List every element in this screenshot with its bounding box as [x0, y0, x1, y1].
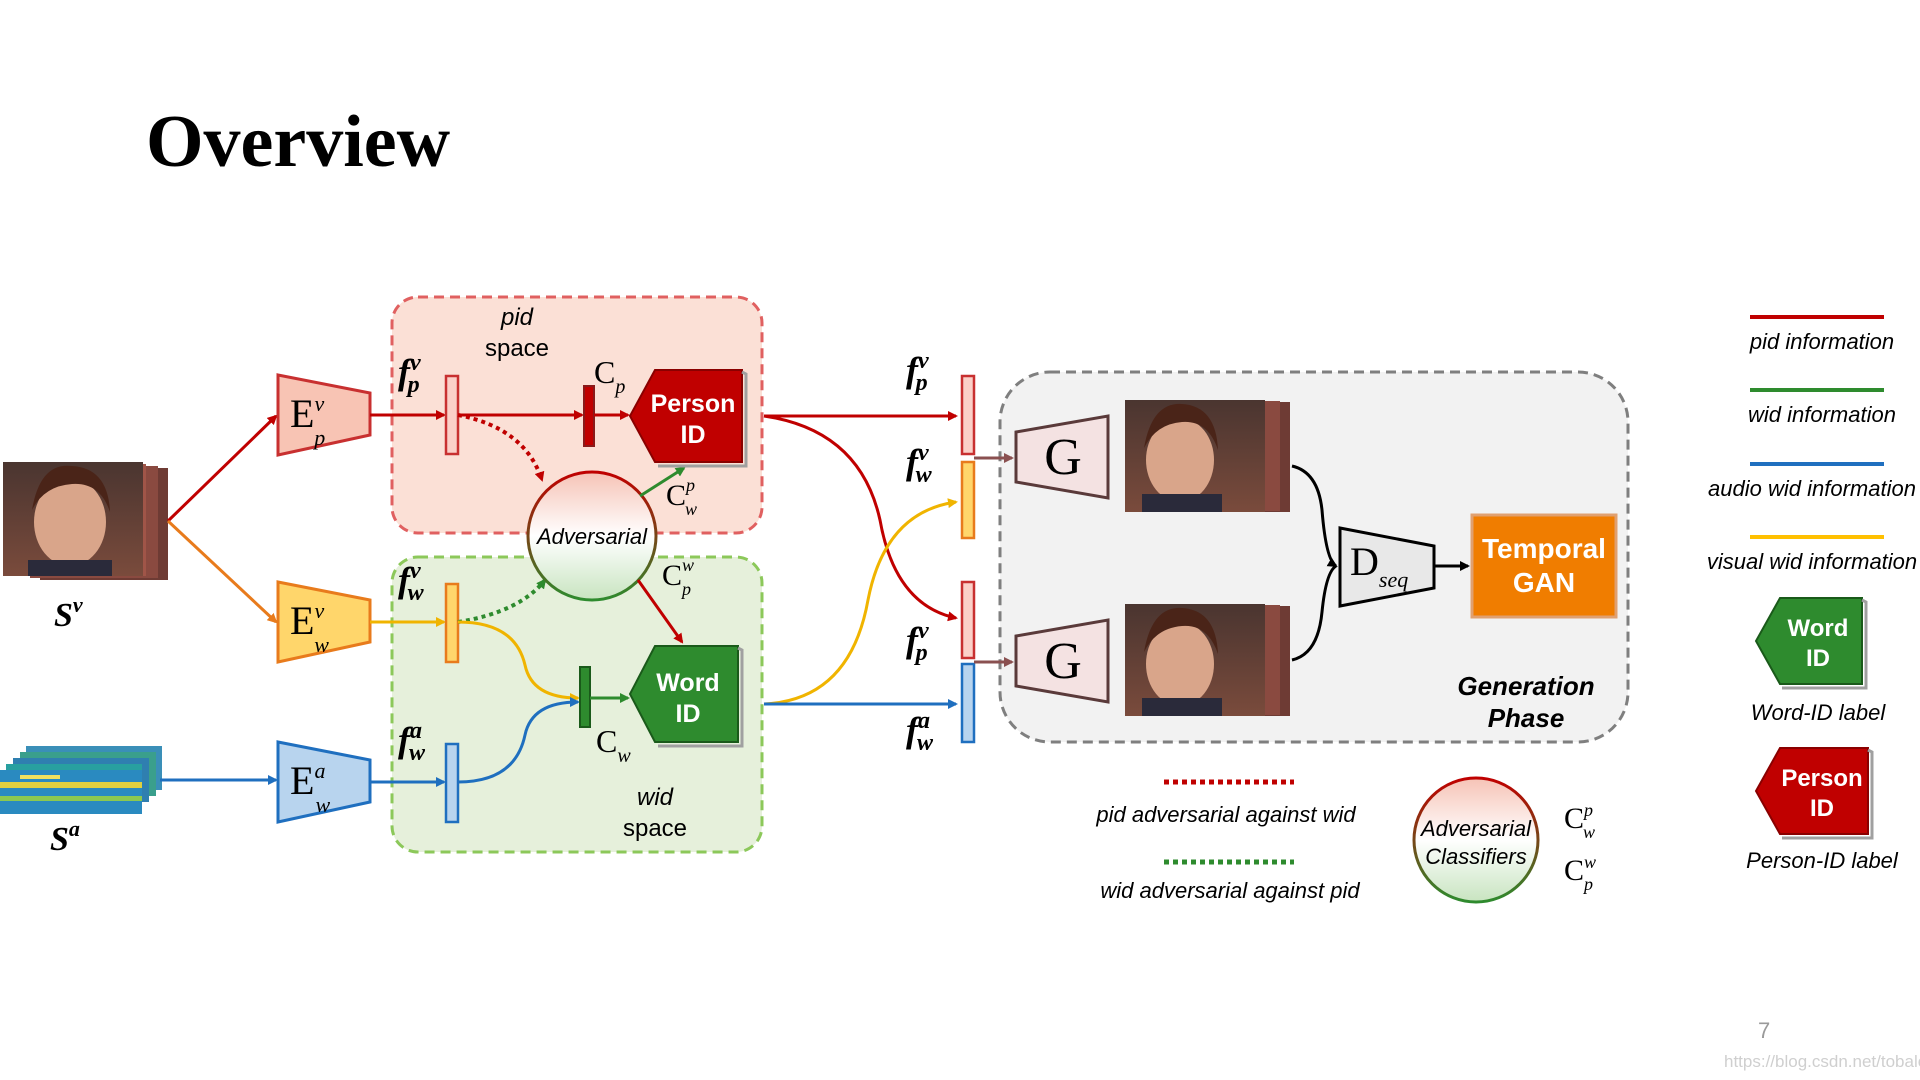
legend-adversarial-circle [1412, 776, 1540, 904]
feature-bar-fwv [444, 582, 460, 664]
temporal-gan-box [1470, 513, 1618, 619]
label-cp: Cp [594, 354, 625, 398]
svg-text:G: G [1044, 633, 1082, 690]
person-id-box [628, 369, 743, 463]
video-input-label: Sv [54, 592, 83, 634]
generator-bottom [1014, 618, 1110, 704]
slide-title: Overview [146, 101, 451, 183]
generated-frames-bottom [1125, 604, 1290, 716]
svg-text:GAN: GAN [1513, 567, 1575, 598]
adversarial-circle [526, 470, 658, 602]
svg-text:Word: Word [1788, 615, 1849, 642]
video-input-frames [3, 462, 168, 580]
legend-word-id-label: Word-ID label [1751, 700, 1887, 725]
legend-word-id-box [1754, 597, 1863, 685]
svg-text:Temporal: Temporal [1482, 533, 1606, 564]
feature-bar-fwa [444, 742, 460, 824]
word-id-box [628, 645, 739, 743]
feature-bar-fpv-right-2 [960, 580, 976, 660]
svg-text:ID: ID [681, 421, 706, 449]
legend-person-id-box [1754, 747, 1869, 835]
svg-text:ID: ID [676, 700, 701, 728]
svg-text:Person: Person [1781, 765, 1862, 792]
adversarial-label: Adversarial [535, 524, 648, 549]
legend-wid-adversarial: wid adversarial against pid [1100, 878, 1360, 903]
svg-text:Evw: Evw [290, 598, 329, 657]
feature-bar-fwv-right [960, 460, 976, 540]
classifier-bar-cp [583, 385, 595, 447]
encoder-ewv [276, 580, 372, 664]
legend-visual-wid: visual wid information [1707, 549, 1917, 574]
watermark: https://blog.csdn.net/tobale [1724, 1052, 1920, 1071]
svg-text:Classifiers: Classifiers [1425, 844, 1526, 869]
legend-wid-info: wid information [1748, 402, 1896, 427]
svg-text:Word: Word [656, 669, 719, 697]
audio-input-label: Sa [50, 816, 80, 858]
pid-space-label-1: pid [500, 304, 534, 331]
discriminator-dseq [1338, 526, 1436, 608]
audio-spectrogram [0, 746, 162, 814]
label-cw: Cw [596, 723, 631, 767]
encoder-ep [276, 373, 372, 457]
svg-text:Adversarial: Adversarial [1419, 816, 1532, 841]
legend-person-id-label: Person-ID label [1746, 848, 1899, 873]
legend-audio-wid: audio wid information [1708, 476, 1916, 501]
generation-phase-label-2: Phase [1488, 703, 1565, 733]
feature-bar-fwa-right [960, 662, 976, 744]
svg-text:G: G [1044, 429, 1082, 486]
generation-phase-label-1: Generation [1457, 671, 1594, 701]
feature-bar-fpv [444, 374, 460, 456]
svg-text:Dseq: Dseq [1350, 539, 1408, 592]
encoder-ewa [276, 740, 372, 824]
svg-text:Person: Person [651, 390, 736, 418]
svg-text:Eaw: Eaw [290, 758, 330, 817]
legend-pid-adversarial: pid adversarial against wid [1095, 802, 1356, 827]
svg-text:Evp: Evp [290, 391, 325, 450]
svg-text:ID: ID [1810, 795, 1834, 822]
generated-frames-top [1125, 400, 1290, 512]
legend-pid-info: pid information [1749, 329, 1894, 354]
svg-text:ID: ID [1806, 645, 1830, 672]
classifier-bar-cw [579, 666, 591, 728]
page-number: 7 [1758, 1018, 1771, 1043]
generator-top [1014, 414, 1110, 500]
wid-space-label-2: space [623, 815, 687, 842]
feature-bar-fpv-right-1 [960, 374, 976, 456]
wid-space-label-1: wid [637, 784, 674, 811]
pid-space-label-2: space [485, 335, 549, 362]
